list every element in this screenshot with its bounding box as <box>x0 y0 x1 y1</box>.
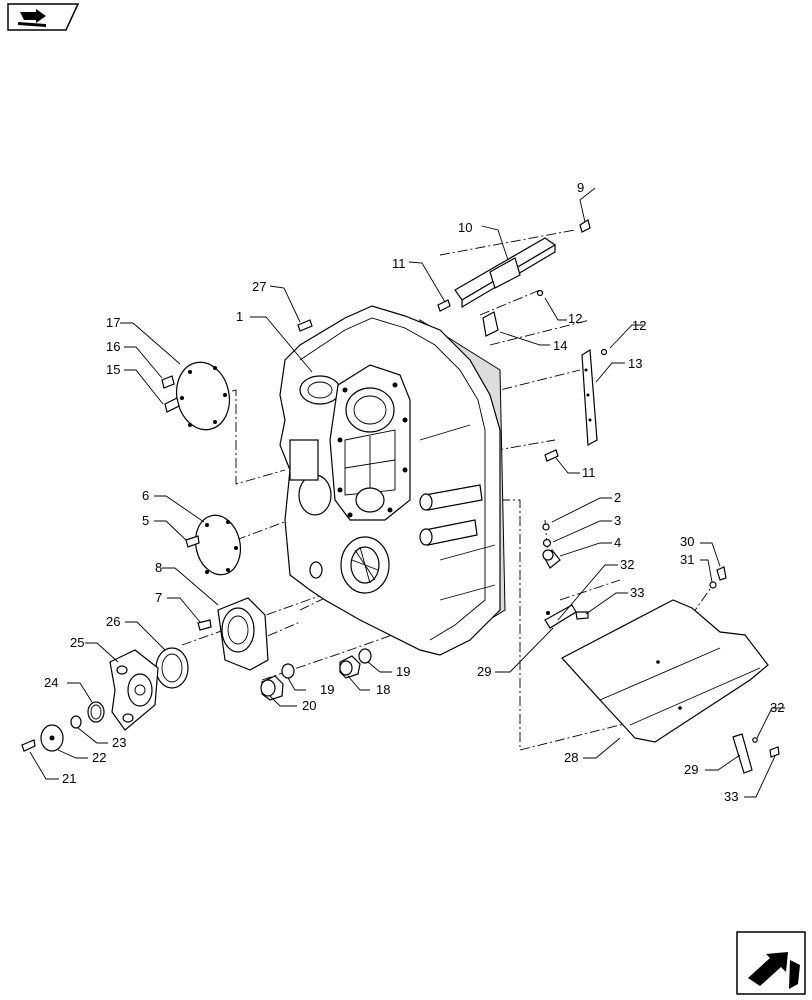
callout-11: 11 <box>582 465 596 480</box>
callout-24: 24 <box>44 675 58 690</box>
seal-ring-26 <box>155 647 189 689</box>
plug-20 <box>260 675 284 701</box>
callout-10: 10 <box>458 220 472 235</box>
bolt-27 <box>297 319 313 332</box>
guard-tray-28 <box>561 599 769 743</box>
callout-9: 9 <box>577 180 584 195</box>
callout-29: 29 <box>477 664 491 679</box>
callout-12: 12 <box>568 311 582 326</box>
callout-25: 25 <box>70 635 84 650</box>
callout-29: 29 <box>684 762 698 777</box>
callout-16: 16 <box>106 339 120 354</box>
cover-plate-6 <box>185 514 242 576</box>
fittings-30-31 <box>709 566 727 589</box>
callout-18: 18 <box>376 682 390 697</box>
callout-31: 31 <box>680 552 694 567</box>
callout-2: 2 <box>614 490 621 505</box>
callout-26: 26 <box>106 614 120 629</box>
studs <box>437 289 608 462</box>
callout-17: 17 <box>106 315 120 330</box>
callout-27: 27 <box>252 279 266 294</box>
bracket-plate <box>454 237 557 309</box>
callout-19: 19 <box>396 664 410 679</box>
callout-21: 21 <box>62 771 76 786</box>
callout-14: 14 <box>553 338 567 353</box>
callout-1: 1 <box>236 309 243 324</box>
next-page-arrow-icon[interactable] <box>736 931 806 995</box>
yoke-25 <box>109 649 159 731</box>
oring-19a <box>281 663 295 679</box>
callout-13: 13 <box>628 356 642 371</box>
oring-19b <box>358 648 372 664</box>
oring-24 <box>87 701 105 723</box>
callout-6: 6 <box>142 488 149 503</box>
callout-28: 28 <box>564 750 578 765</box>
washer-23 <box>70 715 82 729</box>
callout-15: 15 <box>106 362 120 377</box>
callout-11: 11 <box>392 256 406 271</box>
callout-4: 4 <box>614 535 621 550</box>
callout-32: 32 <box>770 700 784 715</box>
callout-3: 3 <box>614 513 621 528</box>
transmission-housing <box>279 305 506 656</box>
callout-12: 12 <box>632 318 646 333</box>
bolts-15-16 <box>161 375 180 413</box>
bolt-21 <box>21 739 36 752</box>
fittings-2-3-4 <box>542 523 561 569</box>
callout-33: 33 <box>724 789 738 804</box>
callout-22: 22 <box>92 750 106 765</box>
plug-18 <box>339 655 361 679</box>
book-arrow-icon[interactable] <box>7 3 80 31</box>
bracket-29a <box>544 604 589 629</box>
callout-8: 8 <box>155 560 162 575</box>
callout-30: 30 <box>680 534 694 549</box>
callout-33: 33 <box>630 585 644 600</box>
strip-plate-13 <box>581 348 598 446</box>
callout-20: 20 <box>302 698 316 713</box>
callout-23: 23 <box>112 735 126 750</box>
leader-lines <box>29 187 785 798</box>
output-flange-8 <box>197 597 269 671</box>
cover-plate-17 <box>176 361 230 431</box>
small-plate-14 <box>482 311 499 337</box>
callout-labels: 9 10 11 27 12 12 17 1 14 16 13 15 11 6 2… <box>44 180 784 804</box>
callout-7: 7 <box>155 590 162 605</box>
callout-32: 32 <box>620 557 634 572</box>
callout-5: 5 <box>142 513 149 528</box>
cap-22 <box>40 724 64 752</box>
bracket-29b <box>732 733 780 774</box>
callout-19: 19 <box>320 682 334 697</box>
